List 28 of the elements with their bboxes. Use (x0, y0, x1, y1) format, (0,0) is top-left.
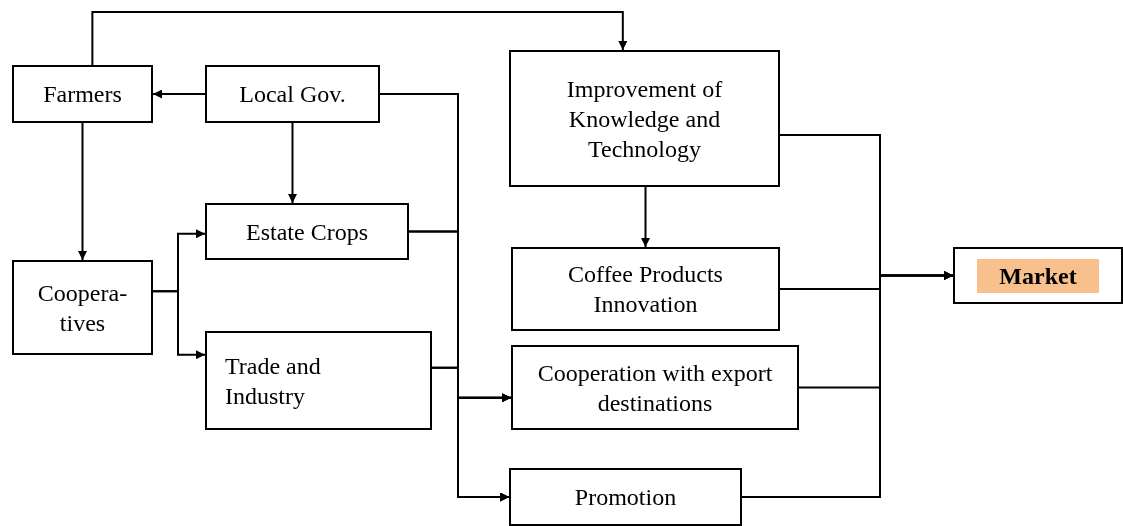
arrow (641, 186, 650, 248)
node-label: Farmers (43, 80, 122, 109)
node-label: Coffee Products Innovation (567, 260, 724, 319)
process-box (205, 331, 432, 430)
arrow (78, 122, 87, 261)
process-box (511, 247, 780, 331)
market-box (953, 247, 1123, 304)
process-box (511, 345, 799, 430)
process-box (12, 65, 153, 123)
node-label: Coopera- tives (36, 278, 129, 338)
arrow (431, 366, 510, 502)
arrow (152, 89, 206, 99)
process-box (509, 468, 742, 526)
node-label: Trade and Industry (225, 351, 322, 411)
arrow (152, 290, 206, 360)
process-box (205, 203, 409, 260)
process-box (12, 260, 153, 355)
node-label: Local Gov. (239, 80, 346, 109)
arrow (91, 11, 628, 66)
arrow (288, 122, 297, 204)
process-box (205, 65, 380, 123)
node-label: Estate Crops (246, 217, 368, 247)
node-label: Cooperation with export destinations (536, 358, 774, 418)
node-label: Improvement of Knowledge and Technology (565, 74, 724, 164)
arrow (741, 271, 954, 498)
process-box (509, 50, 780, 187)
node-label: Market (977, 258, 1099, 293)
node-label: Promotion (574, 483, 677, 512)
